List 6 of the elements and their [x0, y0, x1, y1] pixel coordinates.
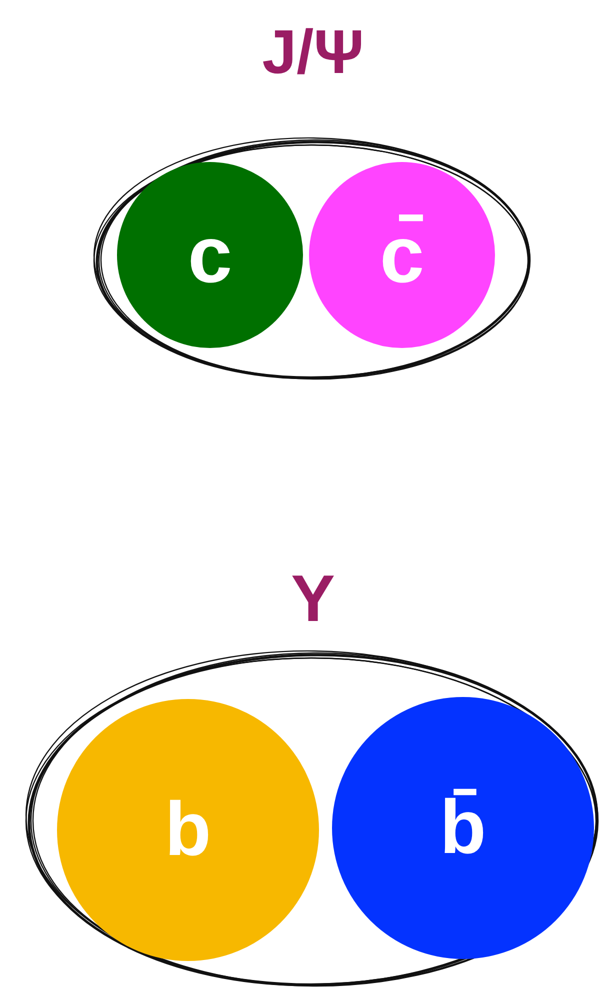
- quark-label: b̄: [440, 790, 486, 866]
- particle-title: J/Ψ: [261, 22, 365, 84]
- particle-title: Υ: [290, 565, 336, 631]
- quark-label: b: [164, 792, 212, 868]
- quark-label: c̄: [380, 215, 424, 295]
- quark-label: c: [188, 215, 232, 295]
